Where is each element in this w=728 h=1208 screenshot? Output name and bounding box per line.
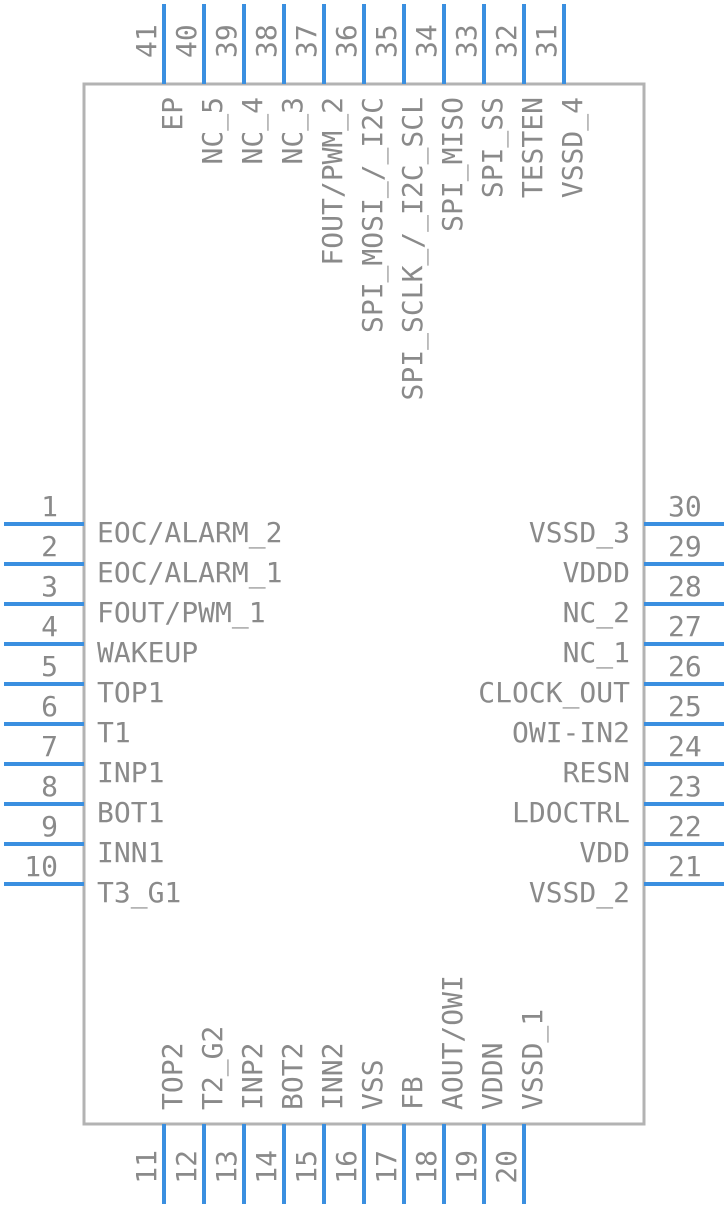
pin-4-name: WAKEUP bbox=[97, 636, 198, 669]
pin-7-name: INP1 bbox=[97, 756, 164, 789]
pin-9-number: 9 bbox=[41, 810, 58, 843]
pin-8-number: 8 bbox=[41, 770, 58, 803]
pin-18-name: AOUT/OWI bbox=[436, 975, 469, 1110]
pin-19-number: 19 bbox=[450, 1150, 483, 1184]
pin-39-number: 39 bbox=[210, 24, 243, 58]
pin-15-number: 15 bbox=[290, 1150, 323, 1184]
pin-40-number: 40 bbox=[170, 24, 203, 58]
pin-31-number: 31 bbox=[530, 24, 563, 58]
pin-4-number: 4 bbox=[41, 610, 58, 643]
pin-33-number: 33 bbox=[450, 24, 483, 58]
pin-36-name: SPI_MOSI_/_I2C bbox=[356, 97, 390, 333]
pin-23-name: LDOCTRL bbox=[512, 796, 630, 829]
pin-15-name: INN2 bbox=[316, 1043, 349, 1110]
pin-26-name: CLOCK_OUT bbox=[478, 676, 630, 710]
pin-5-name: TOP1 bbox=[97, 676, 164, 709]
pin-13-name: INP2 bbox=[236, 1043, 269, 1110]
pin-19-name: VDDN bbox=[476, 1043, 509, 1110]
pin-29-number: 29 bbox=[668, 530, 702, 563]
pin-40-name: NC_5 bbox=[196, 97, 230, 164]
pin-13-number: 13 bbox=[210, 1150, 243, 1184]
pin-37-name: FOUT/PWM_2 bbox=[316, 97, 350, 266]
pin-14-number: 14 bbox=[250, 1150, 283, 1184]
pin-26-number: 26 bbox=[668, 650, 702, 683]
pin-36-number: 36 bbox=[330, 24, 363, 58]
pin-30-number: 30 bbox=[668, 490, 702, 523]
pin-29-name: VDDD bbox=[563, 556, 630, 589]
pin-22-name: VDD bbox=[579, 836, 630, 869]
pin-9-name: INN1 bbox=[97, 836, 164, 869]
pin-5-number: 5 bbox=[41, 650, 58, 683]
pin-7-number: 7 bbox=[41, 730, 58, 763]
pin-24-name: RESN bbox=[563, 756, 630, 789]
pin-11-number: 11 bbox=[130, 1150, 163, 1184]
pin-41-number: 41 bbox=[130, 24, 163, 58]
pin-8-name: BOT1 bbox=[97, 796, 164, 829]
pin-38-name: NC_3 bbox=[276, 97, 310, 164]
pin-20-name: VSSD_1 bbox=[516, 1009, 550, 1110]
pin-24-number: 24 bbox=[668, 730, 702, 763]
pin-28-number: 28 bbox=[668, 570, 702, 603]
pin-22-number: 22 bbox=[668, 810, 702, 843]
pin-16-name: VSS bbox=[356, 1059, 389, 1110]
pin-1-name: EOC/ALARM_2 bbox=[97, 516, 282, 550]
pin-21-name: VSSD_2 bbox=[529, 876, 630, 910]
pin-35-number: 35 bbox=[370, 24, 403, 58]
pin-6-name: T1 bbox=[97, 716, 131, 749]
pin-27-name: NC_1 bbox=[563, 636, 630, 670]
pin-28-name: NC_2 bbox=[563, 596, 630, 630]
pin-6-number: 6 bbox=[41, 690, 58, 723]
pin-3-name: FOUT/PWM_1 bbox=[97, 596, 266, 630]
pin-31-name: VSSD_4 bbox=[556, 97, 590, 198]
pin-2-number: 2 bbox=[41, 530, 58, 563]
pin-41-name: EP bbox=[156, 97, 189, 131]
pin-12-name: T2_G2 bbox=[196, 1026, 230, 1110]
pin-34-name: SPI_MISO bbox=[436, 97, 470, 232]
pin-18-number: 18 bbox=[410, 1150, 443, 1184]
pin-33-name: SPI_SS bbox=[476, 97, 510, 198]
pin-23-number: 23 bbox=[668, 770, 702, 803]
pin-3-number: 3 bbox=[41, 570, 58, 603]
pin-16-number: 16 bbox=[330, 1150, 363, 1184]
pin-2-name: EOC/ALARM_1 bbox=[97, 556, 282, 590]
pin-12-number: 12 bbox=[170, 1150, 203, 1184]
pin-27-number: 27 bbox=[668, 610, 702, 643]
pin-32-number: 32 bbox=[490, 24, 523, 58]
pin-21-number: 21 bbox=[668, 850, 702, 883]
pin-10-number: 10 bbox=[24, 850, 58, 883]
pin-1-number: 1 bbox=[41, 490, 58, 523]
pin-39-name: NC_4 bbox=[236, 97, 270, 164]
pin-17-name: FB bbox=[396, 1076, 429, 1110]
pin-10-name: T3_G1 bbox=[97, 876, 181, 910]
pin-32-name: TESTEN bbox=[516, 97, 549, 198]
pin-25-number: 25 bbox=[668, 690, 702, 723]
pin-37-number: 37 bbox=[290, 24, 323, 58]
pin-25-name: OWI-IN2 bbox=[512, 716, 630, 749]
pin-20-number: 20 bbox=[490, 1150, 523, 1184]
pin-38-number: 38 bbox=[250, 24, 283, 58]
pin-30-name: VSSD_3 bbox=[529, 516, 630, 550]
pin-17-number: 17 bbox=[370, 1150, 403, 1184]
pin-34-number: 34 bbox=[410, 24, 443, 58]
pin-14-name: BOT2 bbox=[276, 1043, 309, 1110]
pin-11-name: TOP2 bbox=[156, 1043, 189, 1110]
pin-35-name: SPI_SCLK_/_I2C_SCL bbox=[396, 97, 430, 400]
